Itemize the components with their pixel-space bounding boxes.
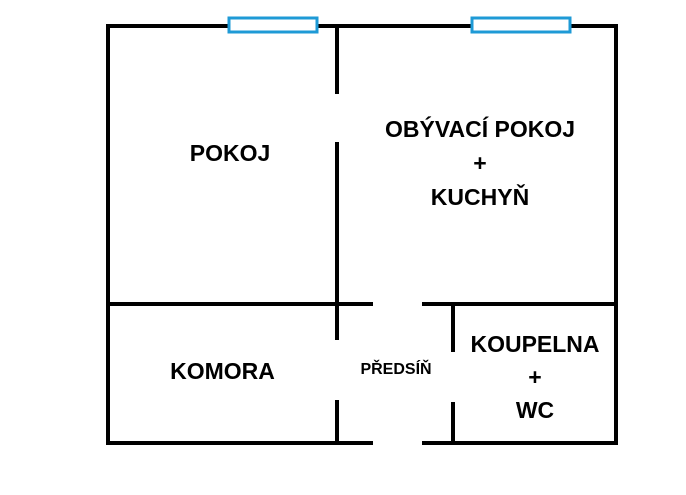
room-label-obyvaci-pokoj-kuchyn: OBÝVACÍ POKOJ + KUCHYŇ xyxy=(360,112,600,214)
room-label-komora: KOMORA xyxy=(170,358,275,384)
room-label-line: + xyxy=(473,150,487,176)
room-label-predsin: PŘEDSÍŇ xyxy=(360,361,432,378)
room-label-line: OBÝVACÍ POKOJ xyxy=(385,116,575,142)
room-label-line: + xyxy=(528,364,542,390)
room-label-line: KOUPELNA xyxy=(470,331,600,357)
room-label-line: KUCHYŇ xyxy=(430,184,530,210)
room-label-pokoj: POKOJ xyxy=(189,140,271,166)
room-label-koupelna-wc: KOUPELNA + WC xyxy=(460,328,610,427)
windows xyxy=(227,16,572,34)
window-obyvaci-pokoj xyxy=(470,16,572,34)
window-pokoj xyxy=(227,16,319,34)
room-label-line: WC xyxy=(515,397,555,423)
